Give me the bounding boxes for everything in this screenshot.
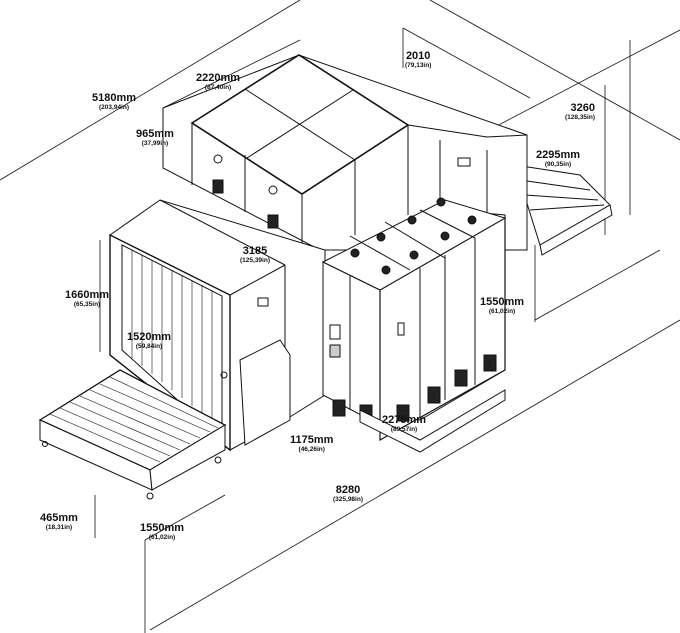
dimension-conveyor-height: 465mm(18,31in) <box>40 513 78 532</box>
dimension-value: 1550mm <box>480 296 525 308</box>
cabinets <box>321 197 507 453</box>
dimension-value: 1175mm <box>290 434 334 446</box>
dimension-cabinet-width: 2275mm(89,57in) <box>382 415 426 434</box>
dimension-value: 1520mm <box>127 331 172 343</box>
dimension-cabinet-depth: 1175mm(46,26in) <box>290 435 333 454</box>
dimension-inches: (203,94in) <box>99 104 130 111</box>
dimension-value: 3185 <box>242 245 268 257</box>
dimension-inches: (87,40in) <box>204 84 232 91</box>
dimension-front-conveyor: 1550mm(61,02in) <box>140 523 184 542</box>
dimension-value: 5180mm <box>92 92 137 104</box>
dimension-inches: (46,26in) <box>298 446 325 453</box>
dimension-inches: (125,39in) <box>240 257 270 264</box>
dimension-value: 1660mm <box>65 289 110 301</box>
dimension-value: 965mm <box>136 128 174 140</box>
dimension-rear-depth: 2010(79,13in) <box>405 51 431 70</box>
dimension-value: 1550mm <box>140 522 185 534</box>
dimension-overall-length-top: 5180mm(203,94in) <box>92 93 136 112</box>
dimension-inches: (18,31in) <box>45 524 73 531</box>
vent-icon <box>212 179 224 194</box>
dimension-inches: (61,02in) <box>148 534 176 541</box>
vent-icon <box>267 214 279 229</box>
dimension-value: 2010 <box>405 50 431 62</box>
dimension-inches: (128,35in) <box>565 114 595 121</box>
dimension-inches: (37,99in) <box>141 140 169 147</box>
dimension-inches: (65,35in) <box>73 301 101 308</box>
dimension-value: 2295mm <box>536 149 581 161</box>
dimension-rear-conveyor: 1550mm(61,02in) <box>480 297 524 316</box>
dimension-inches: (59,84in) <box>135 343 163 350</box>
dimension-tunnel-height: 1660mm(65,35in) <box>65 290 109 309</box>
dimension-overall-length: 8280(325,98in) <box>333 485 363 504</box>
dimension-tunnel-width: 1520mm(59,84in) <box>127 332 171 351</box>
dimension-inches: (325,98in) <box>333 496 363 503</box>
dimension-value: 3260 <box>570 102 595 114</box>
dimension-inches: (61,02in) <box>488 308 516 315</box>
rear-conveyor <box>514 164 613 256</box>
dimension-inches: (89,57in) <box>390 426 418 433</box>
dimension-tunnel-length: 3185(125,39in) <box>240 246 270 265</box>
dimension-top-box-height: 965mm(37,99in) <box>136 129 174 148</box>
front-conveyor <box>38 369 227 500</box>
dimension-value: 2275mm <box>382 414 427 426</box>
tunnel-body <box>109 199 326 452</box>
dimension-top-box-width: 2220mm(87,40in) <box>196 73 240 92</box>
dimension-total-height: 3260(128,35in) <box>565 103 595 122</box>
dimension-inches: (90,35in) <box>544 161 572 168</box>
dimension-value: 465mm <box>40 512 78 524</box>
dimension-inches: (79,13in) <box>405 62 432 69</box>
top-module <box>162 54 528 251</box>
dimension-rear-height: 2295mm(90,35in) <box>536 150 580 169</box>
dimension-value: 2220mm <box>196 72 241 84</box>
dimension-value: 8280 <box>335 484 361 496</box>
